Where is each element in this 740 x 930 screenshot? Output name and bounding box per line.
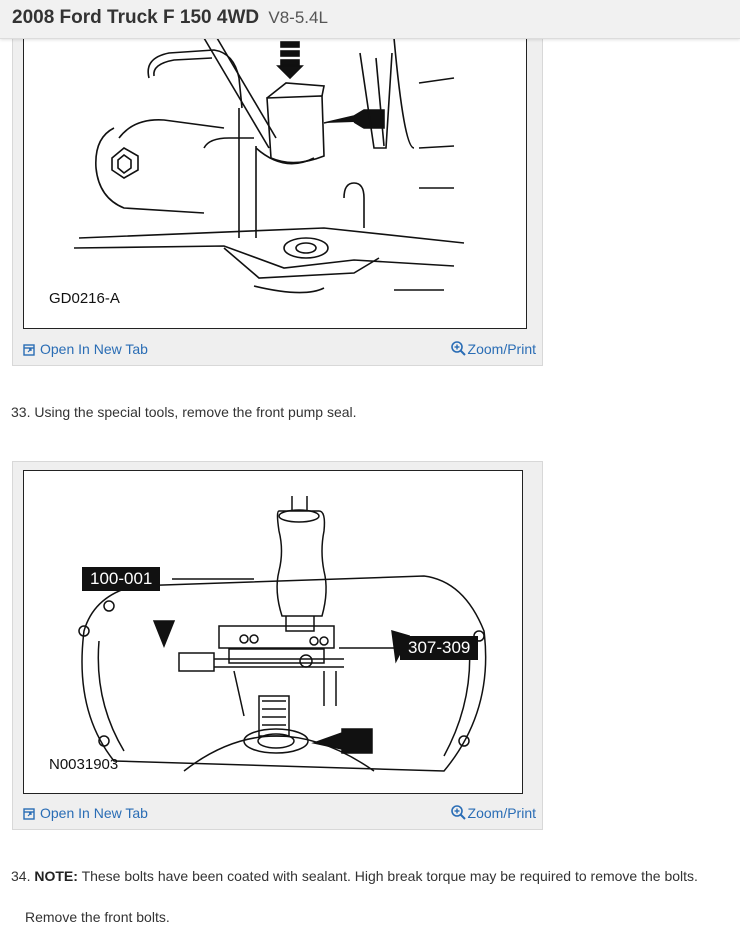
open-new-tab-link[interactable]: Open In New Tab [23,341,148,359]
step-34: 34. NOTE: These bolts have been coated w… [11,868,698,884]
tool-callout-100-001: 100-001 [82,567,161,591]
figure-code: N0031903 [49,756,119,773]
open-new-tab-label: Open In New Tab [40,805,148,821]
zoom-print-label: Zoom/Print [467,805,536,821]
figure-gd0216: GD0216-A Open In New Tab Zoom/Print [12,0,543,366]
figure-toolbar: Open In New Tab Zoom/Print [13,335,542,365]
open-new-tab-icon [23,343,35,359]
step-33: 33. Using the special tools, remove the … [11,404,357,420]
vehicle-name: 2008 Ford Truck F 150 4WD [12,7,260,28]
open-new-tab-label: Open In New Tab [40,341,148,357]
zoom-print-link[interactable]: Zoom/Print [450,341,536,359]
title-bar: 2008 Ford Truck F 150 4WD V8-5.4L [0,0,740,39]
open-new-tab-icon [23,807,35,823]
zoom-in-icon [450,341,466,359]
step-text: Using the special tools, remove the fron… [34,404,357,420]
figure-code: GD0216-A [49,290,120,307]
zoom-print-link[interactable]: Zoom/Print [450,805,536,823]
tool-callout-307-309: 307-309 [400,636,479,660]
figure-n0031903: 100-001 307-309 N0031903 Open In New Tab… [12,461,543,830]
step-number: 34. [11,868,31,884]
engine-label: V8-5.4L [268,8,328,27]
step-34-instruction: Remove the front bolts. [25,909,170,925]
open-new-tab-link[interactable]: Open In New Tab [23,805,148,823]
zoom-print-label: Zoom/Print [467,341,536,357]
transmission-tool-drawing [73,37,465,294]
figure-toolbar: Open In New Tab Zoom/Print [13,799,542,829]
figure-image[interactable]: GD0216-A [23,0,527,329]
figure-image[interactable]: 100-001 307-309 N0031903 [23,470,523,794]
step-number: 33. [11,404,31,420]
pump-seal-removal-drawing [78,496,487,772]
note-label: NOTE: [34,868,78,884]
vehicle-title: 2008 Ford Truck F 150 4WD V8-5.4L [12,7,328,29]
zoom-in-icon [450,805,466,823]
note-text: These bolts have been coated with sealan… [81,868,698,884]
